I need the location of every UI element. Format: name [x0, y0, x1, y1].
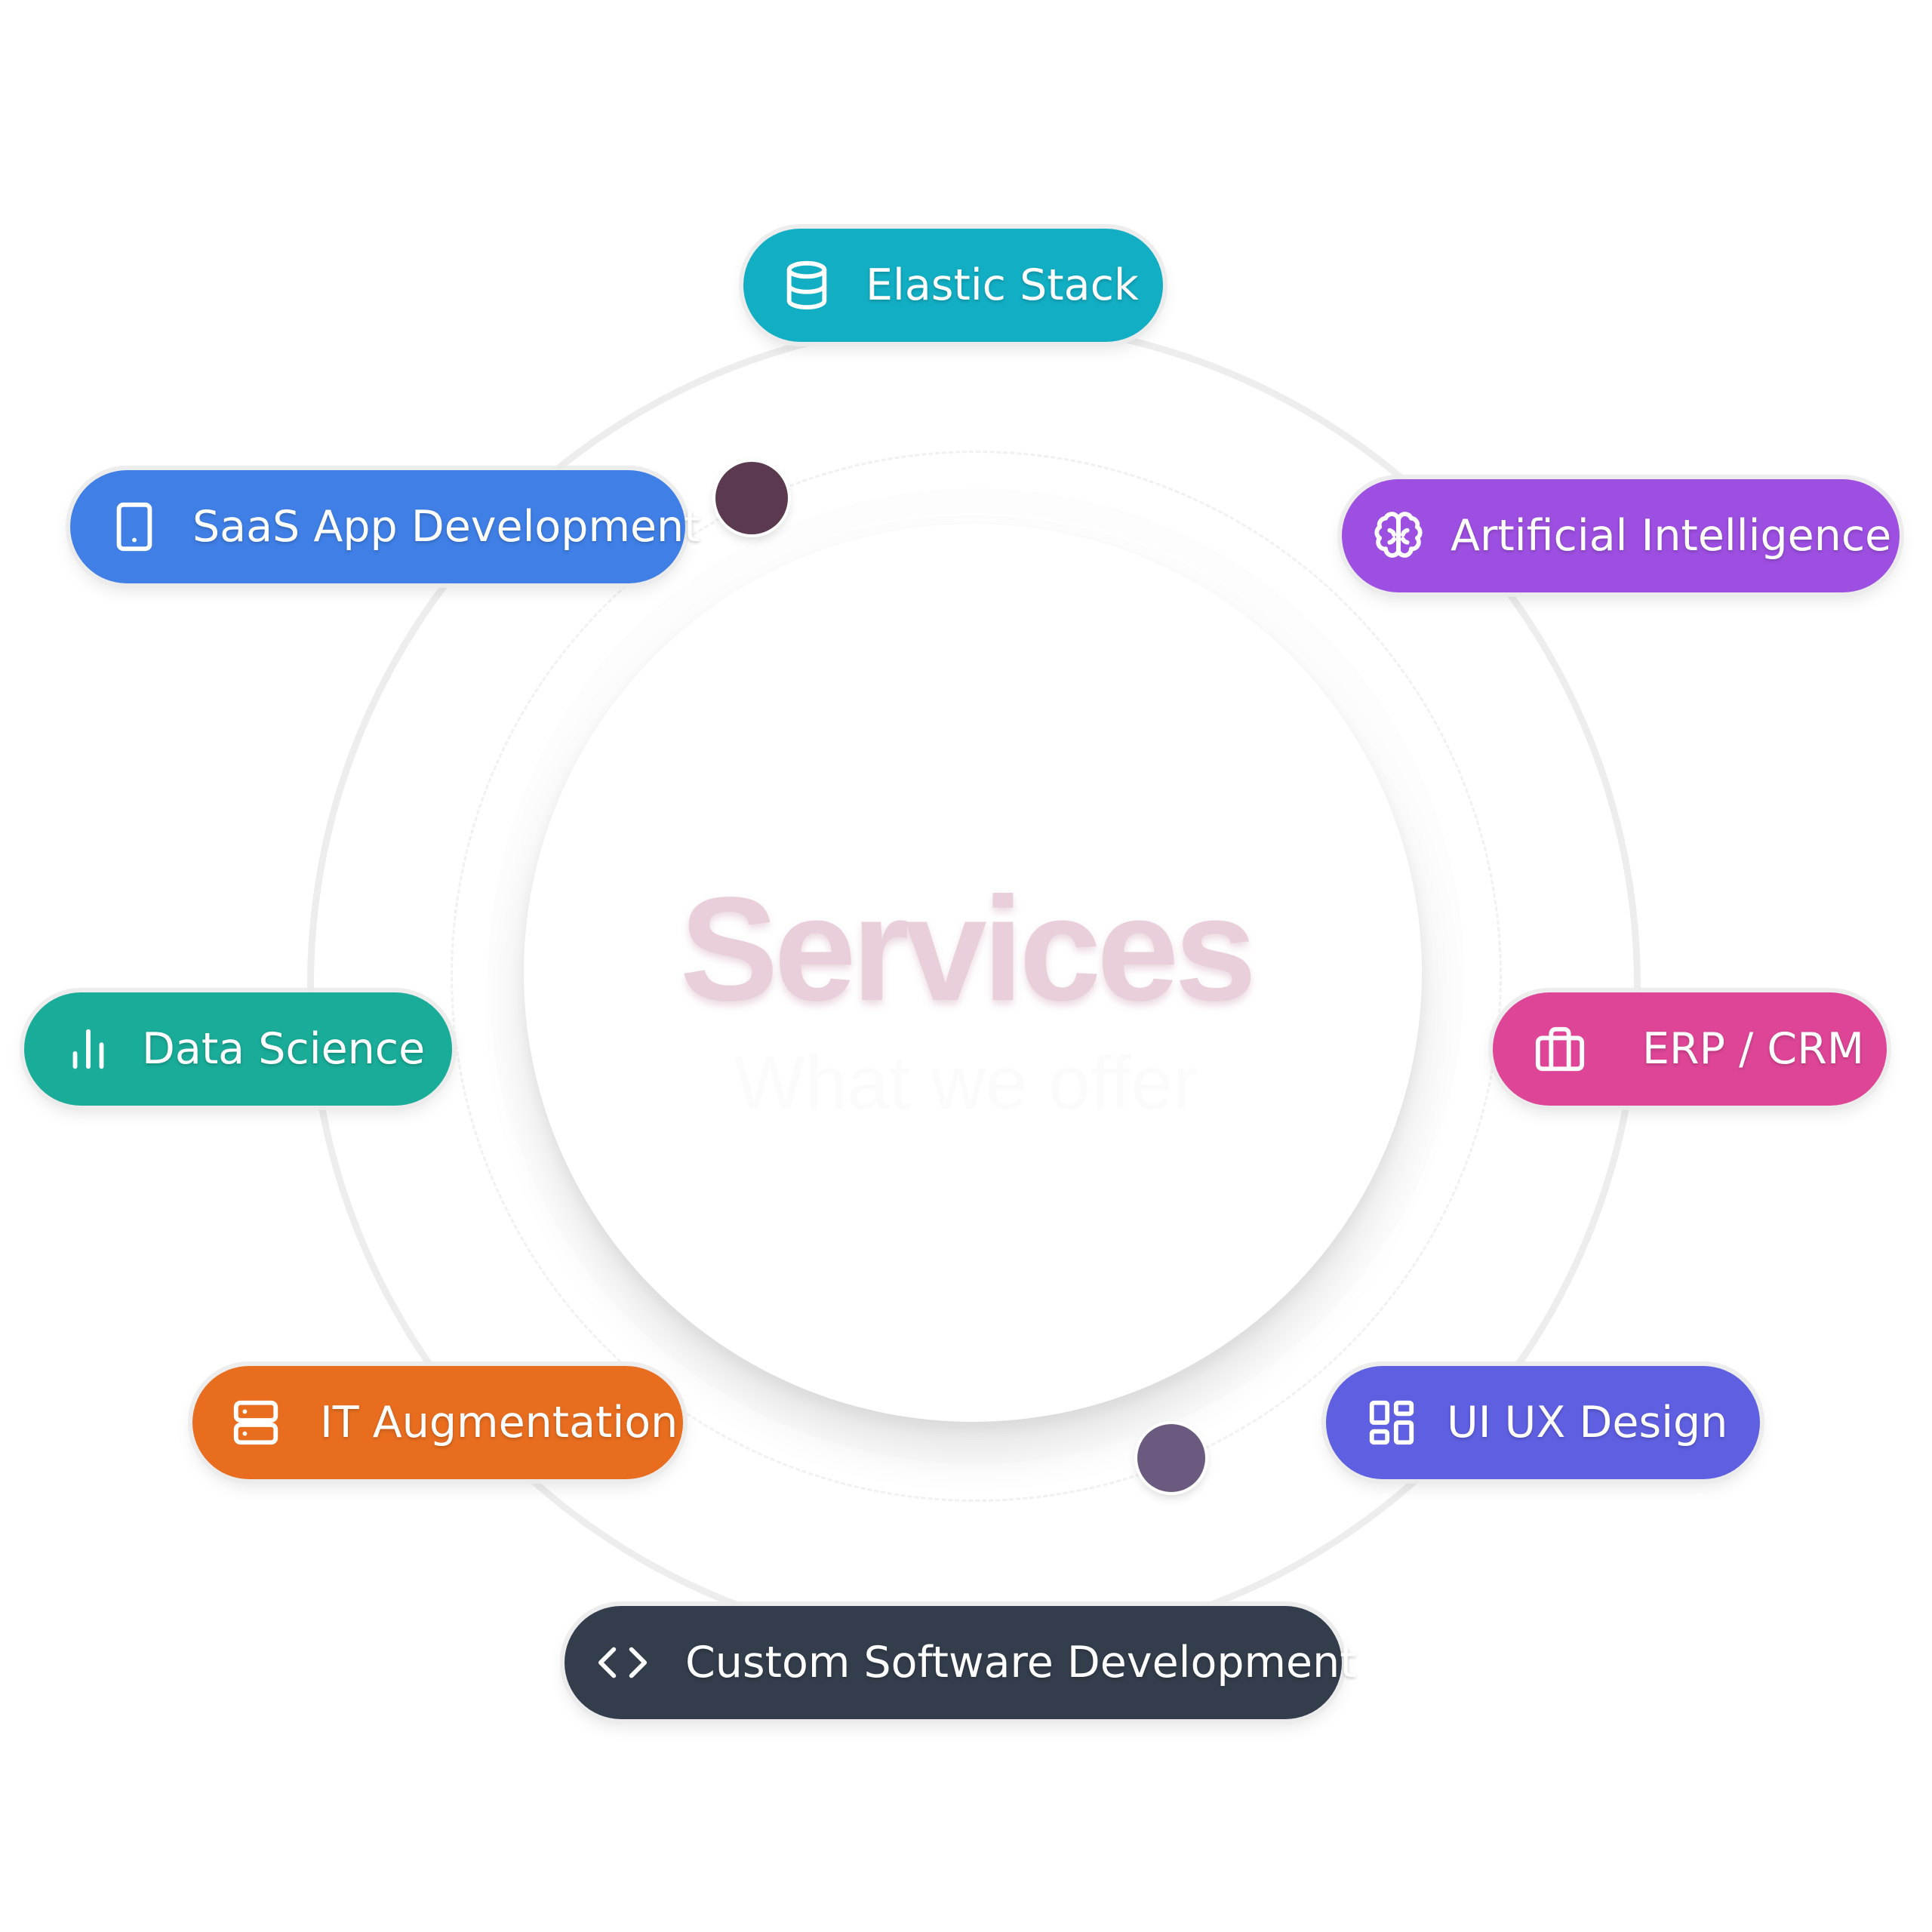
briefcase-icon [1534, 1023, 1586, 1075]
service-label: IT Augmentation [320, 1397, 678, 1447]
orbit-dot-top [715, 462, 788, 534]
bar-chart-icon [62, 1023, 115, 1075]
code-icon [596, 1636, 649, 1689]
service-pill-data-science[interactable]: Data Science [24, 992, 452, 1106]
service-pill-elastic-stack[interactable]: Elastic Stack [743, 229, 1163, 342]
orbit-dot-bottom [1137, 1424, 1205, 1492]
service-label: Elastic Stack [866, 260, 1139, 310]
service-pill-it-augmentation[interactable]: IT Augmentation [192, 1366, 683, 1479]
service-label: Artificial Intelligence [1451, 510, 1892, 561]
service-pill-artificial-intelligence[interactable]: Artificial Intelligence [1342, 479, 1900, 592]
service-label: Data Science [142, 1023, 426, 1074]
service-pill-saas-app-development[interactable]: SaaS App Development [70, 470, 701, 583]
database-icon [780, 259, 833, 312]
service-label: UI UX Design [1447, 1397, 1728, 1447]
service-label: SaaS App Development [192, 501, 701, 552]
tablet-icon [108, 500, 161, 553]
service-pill-ui-ux-design[interactable]: UI UX Design [1326, 1366, 1760, 1479]
center-disc [524, 524, 1422, 1422]
service-label: ERP / CRM [1642, 1023, 1865, 1074]
center-title: Services [679, 866, 1257, 1032]
service-pill-custom-software-development[interactable]: Custom Software Development [565, 1606, 1357, 1719]
orbit-ring-dashed [451, 451, 1502, 1502]
grid-icon [1365, 1396, 1418, 1449]
service-pill-erp-crm[interactable]: ERP / CRM [1493, 992, 1887, 1106]
server-icon [229, 1396, 282, 1449]
brain-icon [1372, 509, 1425, 562]
center-subtitle: What we offer [734, 1041, 1198, 1125]
service-label: Custom Software Development [685, 1637, 1357, 1687]
